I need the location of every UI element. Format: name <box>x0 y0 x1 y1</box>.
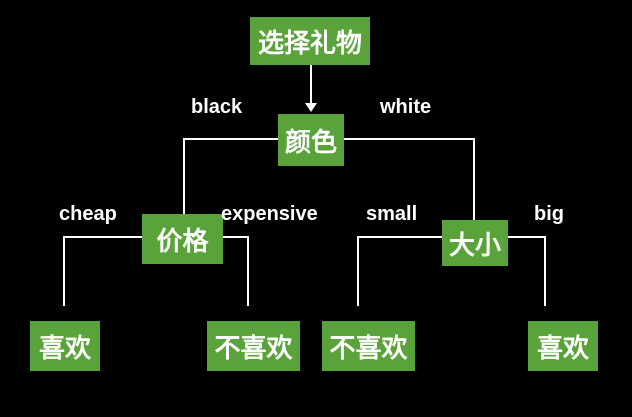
edge-label-cheap: cheap <box>59 203 117 225</box>
connector-price-to-cheap <box>63 236 142 306</box>
connector-price-to-expensive <box>223 236 249 306</box>
edge-label-big: big <box>534 203 564 225</box>
edge-label-white: white <box>380 96 432 118</box>
edge-label-black: black <box>191 96 243 118</box>
node-color: 颜色 <box>278 114 344 166</box>
node-price: 价格 <box>142 214 223 264</box>
arrowhead-icon <box>305 103 317 112</box>
node-leaf-cheap: 喜欢 <box>30 321 100 371</box>
connector-color-to-price <box>183 138 278 214</box>
node-leaf-small: 不喜欢 <box>322 321 415 371</box>
connector-size-to-big <box>508 236 546 306</box>
node-leaf-big: 喜欢 <box>528 321 598 371</box>
edge-label-small: small <box>366 203 418 225</box>
connector-color-to-size <box>344 138 475 220</box>
node-leaf-expensive: 不喜欢 <box>207 321 300 371</box>
edge-label-expensive: expensive <box>221 203 318 225</box>
connector-size-to-small <box>357 236 442 306</box>
node-size: 大小 <box>442 220 508 266</box>
node-root: 选择礼物 <box>250 17 370 65</box>
